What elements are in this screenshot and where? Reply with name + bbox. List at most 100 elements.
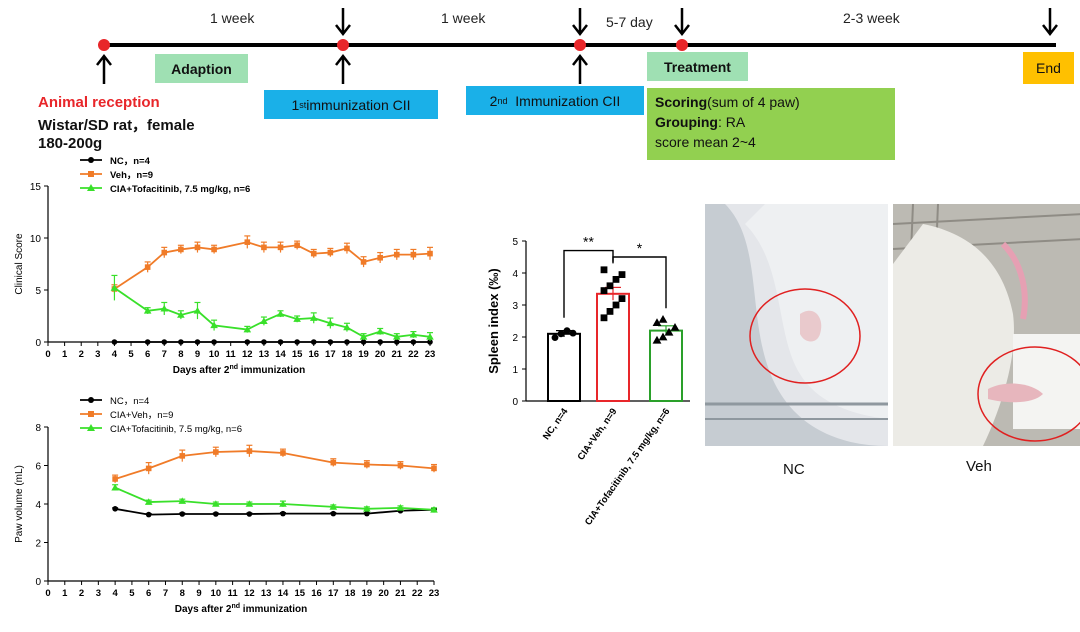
data-point: [427, 250, 433, 257]
adaption-box: Adaption: [155, 54, 248, 83]
y-tick-label: 8: [35, 423, 41, 434]
data-point: [293, 315, 301, 322]
data-point: [277, 244, 284, 251]
legend-marker: [88, 411, 94, 417]
data-point: [410, 251, 417, 258]
series-1: [112, 444, 437, 483]
data-point: [244, 339, 251, 345]
data-point: [294, 242, 300, 249]
data-point: [260, 317, 268, 324]
series-0: [111, 339, 433, 345]
x-tick-label: 23: [425, 349, 436, 360]
y-tick-label: 6: [35, 462, 41, 473]
x-tick-label: 23: [429, 588, 440, 599]
x-tick-label: 17: [325, 349, 336, 360]
x-tick-label: 20: [378, 588, 389, 599]
sample-point: [569, 329, 577, 337]
x-tick-label: 20: [375, 349, 386, 360]
x-tick-label: 4: [112, 588, 118, 599]
legend-marker: [88, 171, 94, 177]
sample-point: [670, 323, 680, 331]
data-point: [276, 310, 285, 317]
y-tick-label: 10: [30, 234, 42, 245]
immunization2-sup: nd: [497, 95, 508, 106]
x-axis-label-rest: immunization: [240, 604, 307, 615]
data-point: [344, 339, 350, 345]
data-point: [343, 323, 351, 331]
legend-label: CIA+Tofacitinib, 7.5 mg/kg, n=6: [110, 424, 242, 435]
x-tick-label: 12: [244, 588, 255, 599]
sample-point: [658, 332, 668, 341]
scoring-text: (sum of 4 paw): [707, 94, 800, 110]
interval-label-4: 2-3 week: [843, 10, 900, 26]
sample-point: [563, 327, 571, 334]
nc-photo-caption: NC: [783, 461, 805, 478]
end-box: End: [1023, 52, 1074, 84]
grouping-title: Grouping: [655, 114, 718, 130]
timeline-dot-immunization1: [337, 39, 349, 51]
data-point: [330, 510, 337, 517]
sample-point: [618, 295, 626, 302]
significance-bracket: [563, 249, 614, 318]
sample-point: [652, 318, 662, 326]
immunization1-num: 1: [291, 96, 300, 113]
data-point: [261, 244, 267, 251]
legend-marker: [87, 424, 95, 431]
y-axis-label: Paw volume (mL): [14, 465, 25, 543]
y-tick-label: 5: [512, 237, 518, 248]
data-point: [277, 339, 284, 345]
y-tick-label: 5: [35, 286, 41, 297]
legend-marker: [88, 157, 94, 163]
data-point: [261, 339, 267, 345]
x-tick-label: 0: [45, 349, 50, 360]
data-point: [396, 504, 405, 511]
x-axis-label-sup: nd: [231, 603, 240, 610]
data-point: [377, 254, 383, 261]
category-label: CIA+Veh, n=9: [576, 406, 620, 462]
grouping-text: : RA: [718, 114, 746, 130]
nc-rat-photo: [705, 204, 888, 446]
x-tick-label: 11: [226, 349, 237, 360]
data-point: [360, 259, 367, 265]
data-point: [344, 245, 350, 252]
data-point: [161, 339, 168, 345]
data-point: [326, 319, 335, 327]
data-point: [244, 239, 251, 245]
data-point: [392, 333, 401, 340]
sample-point: [606, 282, 614, 290]
x-tick-label: 19: [358, 349, 369, 360]
x-tick-label: 6: [145, 349, 150, 360]
series-line: [114, 450, 435, 480]
data-point: [110, 284, 119, 291]
y-tick-label: 4: [512, 269, 518, 280]
y-axis-label: Spleen index (‰): [486, 268, 501, 373]
x-tick-label: 16: [308, 349, 319, 360]
data-point: [410, 339, 417, 345]
category-label: CIA+Tofacitinib, 7.5 mg/kg, n=6: [583, 406, 672, 527]
x-tick-label: 19: [362, 588, 373, 599]
data-point: [364, 510, 370, 517]
sample-point: [664, 327, 674, 336]
data-point: [393, 339, 400, 345]
data-point: [376, 327, 384, 335]
data-point: [363, 505, 371, 512]
scoring-title: Scoring: [655, 94, 708, 110]
legend-label: Veh，n=9: [110, 170, 153, 181]
x-tick-label: 15: [292, 349, 303, 360]
sample-point: [658, 315, 668, 323]
data-point: [145, 465, 152, 472]
data-point: [431, 465, 437, 472]
down-arrows: [335, 8, 1058, 37]
data-point: [194, 244, 201, 251]
x-tick-label: 7: [163, 588, 168, 599]
data-point: [245, 500, 254, 507]
data-point: [330, 459, 337, 466]
x-tick-label: 6: [146, 588, 151, 599]
sample-point: [600, 266, 608, 274]
data-point: [177, 311, 185, 318]
data-point: [246, 511, 253, 517]
x-axis-label: Days after 2nd immunization: [175, 603, 308, 615]
